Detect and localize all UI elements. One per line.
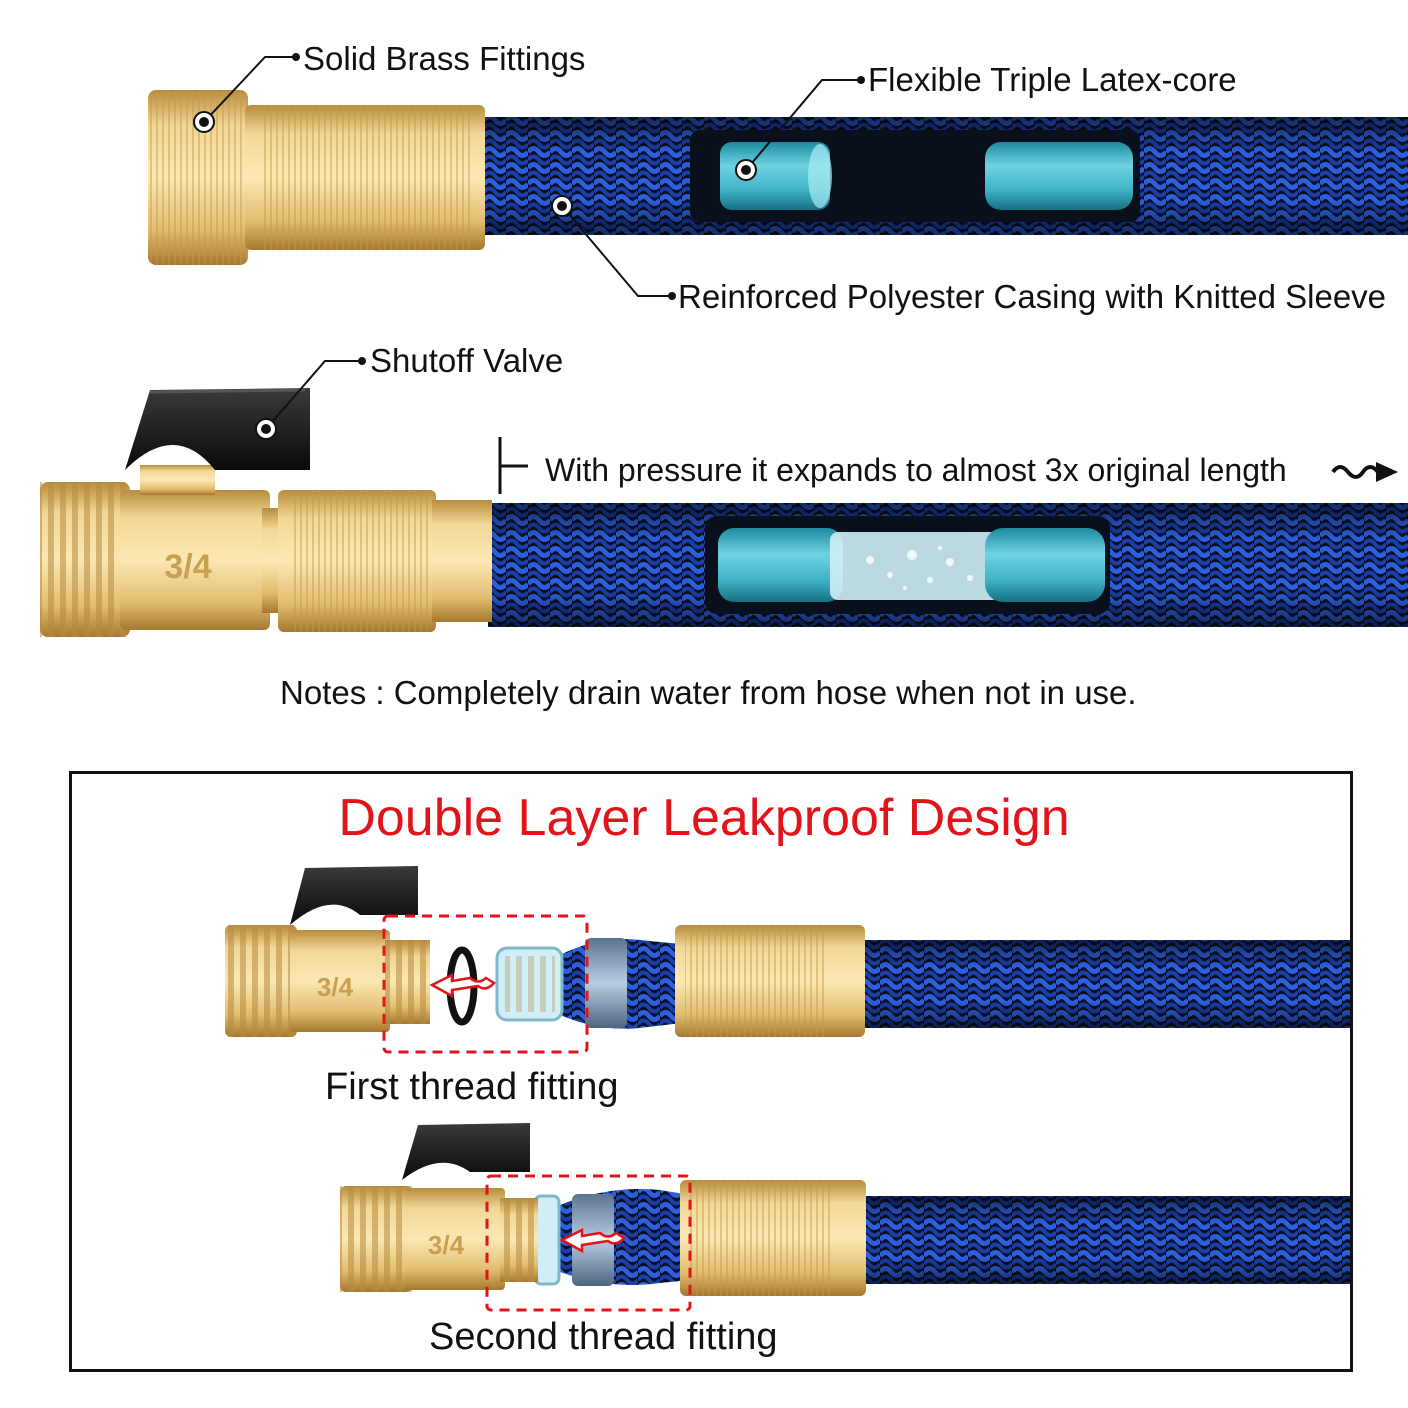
fitting-marking: 3/4 <box>317 972 354 1002</box>
latex-core-tube <box>985 528 1105 602</box>
callout-polyester-casing: Reinforced Polyester Casing with Knitted… <box>678 278 1387 315</box>
first-fitting-assembly: 3/4 <box>225 866 1352 1054</box>
shutoff-valve-handle <box>125 388 310 470</box>
highlight-box-second <box>485 1174 692 1312</box>
valve-handle <box>290 866 418 925</box>
hose-expanded <box>488 503 1408 627</box>
latex-core-tube <box>985 142 1133 210</box>
callout-shutoff-valve: Shutoff Valve <box>370 342 564 379</box>
hose-clamp <box>585 938 627 1028</box>
second-fitting-assembly: 3/4 <box>340 1123 1352 1312</box>
leakproof-panel <box>69 771 1353 1372</box>
first-thread-caption: First thread fitting <box>325 1066 619 1108</box>
left-arrow-icon <box>429 972 496 999</box>
hose-top <box>478 117 1408 235</box>
water-section <box>830 532 1000 600</box>
left-arrow-icon <box>559 1227 626 1254</box>
latex-core-tube <box>718 528 843 602</box>
callout-marker <box>193 111 757 440</box>
leakproof-title: Double Layer Leakproof Design <box>338 789 1070 847</box>
brass-fitting-top <box>148 90 485 265</box>
valve-handle <box>402 1123 530 1180</box>
highlight-box-first <box>382 914 589 1054</box>
callout-lines <box>203 56 861 430</box>
expansion-note: With pressure it expands to almost 3x or… <box>545 452 1287 488</box>
fitting-marking: 3/4 <box>164 548 211 586</box>
latex-core-tube <box>720 142 830 210</box>
callout-latex-core: Flexible Triple Latex-core <box>868 61 1237 98</box>
valve-fitting-expanded: 3/4 <box>40 465 492 637</box>
second-thread-caption: Second thread fitting <box>429 1316 778 1358</box>
callout-solid-brass-fittings: Solid Brass Fittings <box>303 40 586 77</box>
expansion-start-marker <box>498 437 528 494</box>
expansion-arrow-icon <box>1331 462 1398 482</box>
fitting-marking: 3/4 <box>428 1230 465 1260</box>
usage-note: Notes : Completely drain water from hose… <box>280 674 1137 711</box>
